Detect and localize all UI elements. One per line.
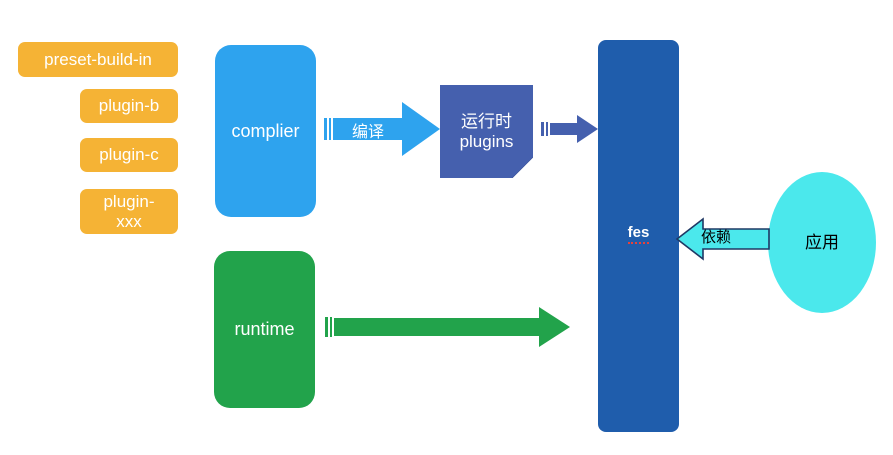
node-runtime[interactable]: runtime [214,251,315,408]
node-app-label: 应用 [805,232,839,252]
compile-arrow [324,102,440,156]
node-app[interactable]: 应用 [768,172,876,313]
plugin-chip-label: plugin-c [99,145,159,165]
plugin-chip-label-line2: xxx [116,211,142,231]
node-fes-label: fes [627,224,650,245]
folded-corner-icon [512,157,533,178]
plugin-chip-plugin-xxx[interactable]: plugin- xxx [80,189,178,234]
plugin-chip-preset-build-in[interactable]: preset-build-in [18,42,178,77]
node-runtime-plugins[interactable]: 运行时 plugins [440,85,533,178]
node-complier-label: complier [231,120,300,141]
node-runtime-plugins-label: 运行时 plugins [460,112,514,151]
plugin-chip-plugin-b[interactable]: plugin-b [80,89,178,123]
plugin-chip-label: plugin- xxx [103,192,154,231]
node-runtime-plugins-label-line2: plugins [459,131,514,151]
node-complier[interactable]: complier [215,45,316,217]
runtime-to-fes-arrow [325,307,570,347]
plugin-chip-label-line1: plugin- [103,191,155,211]
depend-arrow [675,217,770,261]
node-runtime-plugins-label-line1: 运行时 [461,111,512,131]
plugins-to-fes-arrow [541,115,598,143]
plugin-chip-label: preset-build-in [44,49,152,69]
node-runtime-label: runtime [234,319,295,340]
node-fes[interactable]: fes [598,40,679,432]
plugin-chip-plugin-c[interactable]: plugin-c [80,138,178,172]
plugin-chip-label: plugin-b [98,96,160,116]
